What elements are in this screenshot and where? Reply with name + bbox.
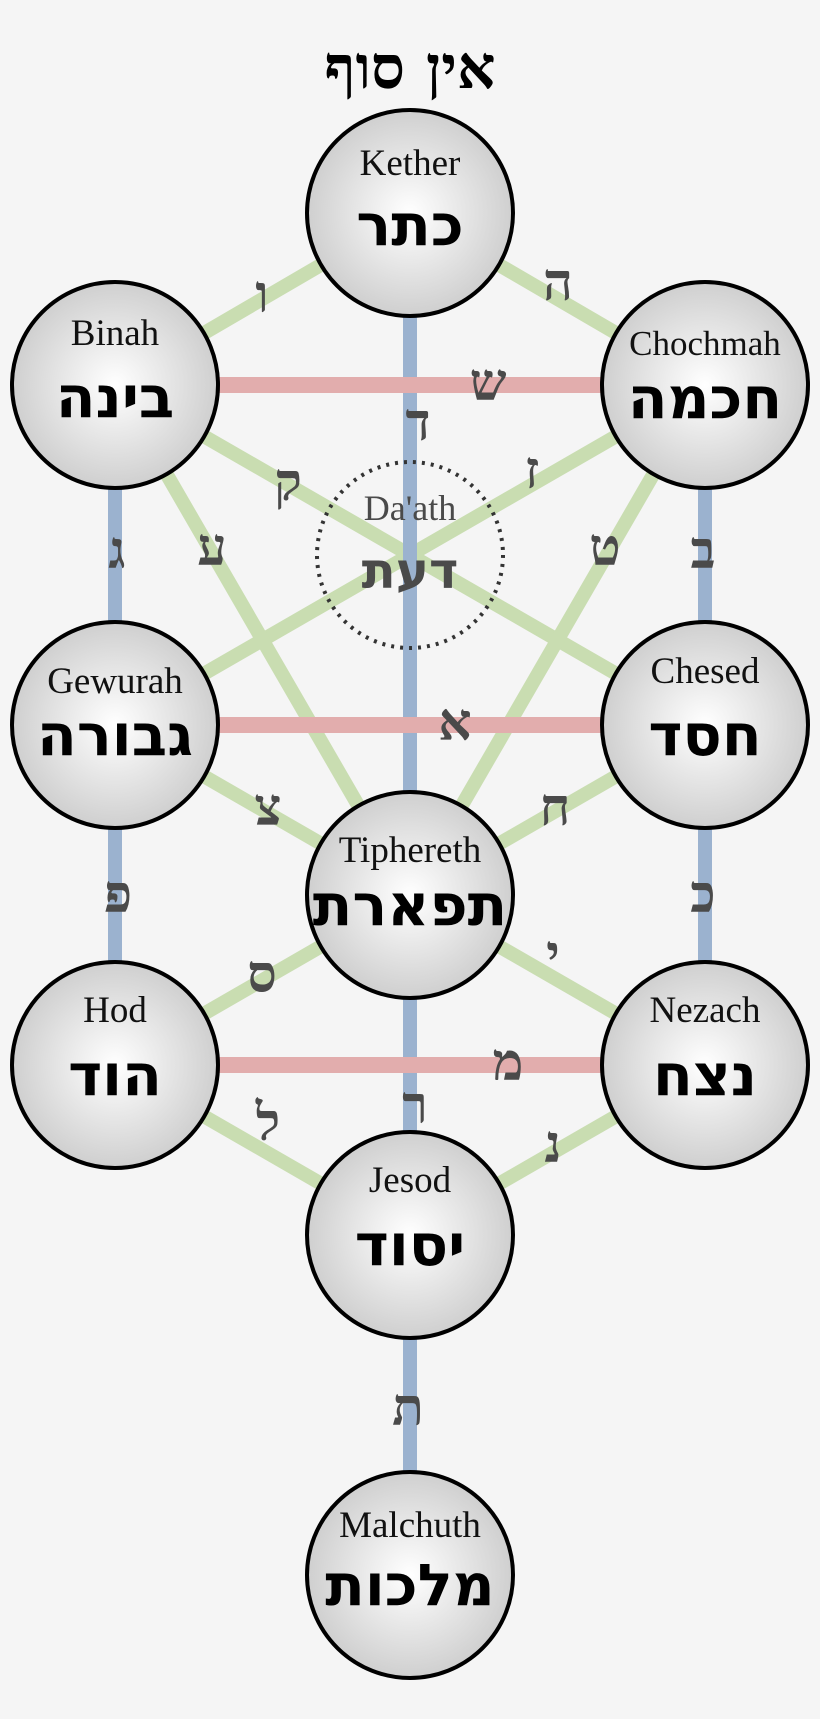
kether-hebrew-label: כתר [356,191,463,259]
chesed-hebrew-label: חסד [648,701,761,769]
chesed-latin-label: Chesed [651,651,760,692]
ein-sof-title: אין סוף [324,33,495,103]
path-letter-pe: פ [104,864,132,925]
node-kether: Kether כתר [305,108,515,318]
path-letter-resh: ר [402,1075,428,1136]
binah-hebrew-label: בינה [56,363,175,431]
hod-latin-label: Hod [83,990,147,1031]
chochmah-latin-label: Chochmah [629,324,781,363]
path-letter-mem: מ [493,1032,524,1093]
path-letter-shin: ש [470,352,507,413]
nezach-latin-label: Nezach [650,990,761,1031]
gewurah-circle [10,620,220,830]
node-gewurah: Gewurah גבורה [10,620,220,830]
path-letter-gimel: ג [108,520,125,581]
daath-dotted-circle [315,460,505,650]
path-letter-kaf: כ [690,864,715,925]
gewurah-hebrew-label: גבורה [37,701,193,769]
node-chochmah: Chochmah חכמה [600,280,810,490]
node-hod: Hod הוד [10,960,220,1170]
node-jesod: Jesod יסוד [305,1130,515,1340]
tiphereth-latin-label: Tiphereth [339,830,482,871]
nezach-circle [600,960,810,1170]
node-binah: Binah בינה [10,280,220,490]
tiphereth-circle [305,790,515,1000]
path-letter-lamed: ל [255,1092,280,1153]
chesed-circle [600,620,810,830]
path-letters: ו ה ש ד ק ז ג ע ט ב א צ ח פ כ ס י מ ר ל … [104,252,716,1438]
path-letter-chet: ח [540,777,571,838]
node-nezach: Nezach נצח [600,960,810,1170]
nezach-hebrew-label: נצח [653,1041,757,1109]
daath-latin-label: Da'ath [364,488,456,528]
node-chesed: Chesed חסד [600,620,810,830]
path-letter-vav: ו [255,264,268,325]
tiphereth-hebrew-label: תפארת [313,871,508,939]
hod-hebrew-label: הוד [68,1041,162,1109]
chochmah-circle [600,280,810,490]
jesod-hebrew-label: יסוד [355,1211,466,1279]
node-malchuth: Malchuth מלכות [305,1470,515,1680]
node-tiphereth: Tiphereth תפארת [305,790,515,1000]
path-letter-he: ה [543,252,573,313]
malchuth-circle [305,1470,515,1680]
path-letter-yod: י [546,924,560,985]
malchuth-latin-label: Malchuth [339,1505,481,1546]
jesod-latin-label: Jesod [369,1160,452,1201]
path-letter-zayin: ז [525,440,540,501]
path-letter-samekh: ס [247,944,277,1005]
path-letter-qof: ק [274,452,302,513]
path-letter-tet: ט [589,517,620,578]
jesod-circle [305,1130,515,1340]
malchuth-hebrew-label: מלכות [325,1551,494,1619]
path-letter-tav: ת [392,1377,424,1438]
kether-circle [305,108,515,318]
kether-latin-label: Kether [360,143,461,184]
hod-circle [10,960,220,1170]
binah-latin-label: Binah [71,313,160,354]
daath-hebrew-label: דעת [362,542,459,600]
path-letter-dalet: ד [405,392,430,453]
gewurah-latin-label: Gewurah [47,661,183,702]
path-letter-tsadi: צ [254,777,281,838]
path-letter-ayin: ע [197,517,226,578]
node-daath: Da'ath דעת [315,460,505,650]
path-letter-aleph: א [438,692,471,753]
path-letter-bet: ב [690,520,715,581]
path-letter-nun: נ [545,1114,562,1175]
chochmah-hebrew-label: חכמה [628,364,783,432]
binah-circle [10,280,220,490]
